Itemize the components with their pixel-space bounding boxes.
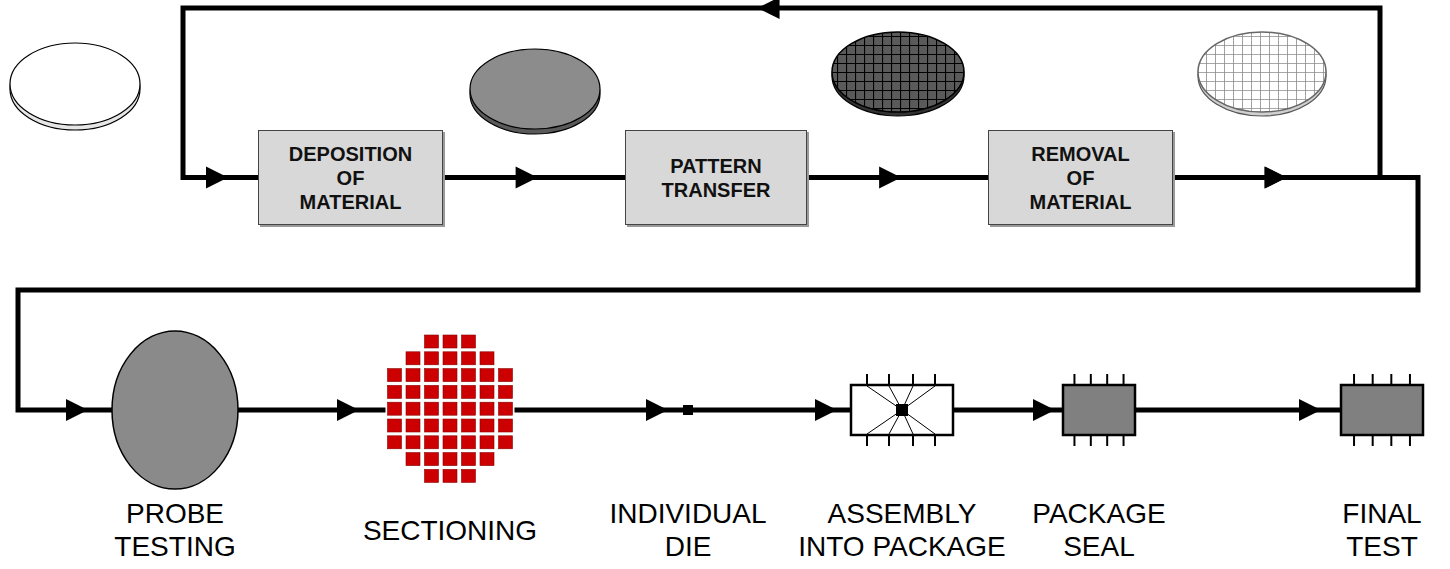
step-caption: PACKAGE SEAL (1020, 496, 1178, 564)
flow-arrow (807, 167, 988, 189)
flow-arrow (443, 167, 625, 189)
arrow-head (1265, 167, 1287, 189)
sealed-package-shape (1061, 374, 1137, 446)
flow-arrow (694, 399, 849, 421)
tested-package: FINAL TEST (1328, 374, 1436, 564)
step-caption: PROBE TESTING (96, 496, 254, 564)
arrow-head (815, 399, 837, 421)
step-caption: ASSEMBLY INTO PACKAGE (789, 496, 1015, 564)
single-die-shape (682, 404, 694, 416)
flow-arrow (1137, 399, 1339, 421)
sealed-package: PACKAGE SEAL (1020, 374, 1178, 564)
step-caption: INDIVIDUAL DIE (597, 496, 780, 564)
etched-wafer (1198, 32, 1326, 116)
arrow-head (516, 167, 538, 189)
step-label: SECTIONING (363, 514, 537, 547)
patterned-wafer (832, 32, 964, 116)
process-box: PATTERN TRANSFER (625, 130, 807, 225)
probe-wafer-shape (110, 329, 240, 491)
flow-arrow (517, 399, 682, 421)
package-assembly-shape (849, 374, 955, 446)
box-label: PATTERN TRANSFER (652, 154, 780, 202)
step-label: PROBE TESTING (100, 497, 250, 563)
step-label: PACKAGE SEAL (1024, 497, 1174, 563)
step-caption: FINAL TEST (1328, 496, 1436, 564)
tested-package-shape (1339, 374, 1425, 446)
single-die-outline (682, 404, 694, 416)
step-label: ASSEMBLY INTO PACKAGE (793, 497, 1011, 563)
arrow-head (1299, 399, 1321, 421)
arrow-head (337, 399, 359, 421)
arrow-head (758, 0, 780, 19)
arrow-head (1264, 167, 1286, 189)
probe-wafer: PROBE TESTING (96, 329, 254, 564)
package-assembly: ASSEMBLY INTO PACKAGE (789, 374, 1015, 564)
step-label: INDIVIDUAL DIE (601, 497, 776, 563)
coated-wafer (470, 49, 600, 134)
arrow-head (66, 399, 88, 421)
step-label: FINAL TEST (1332, 497, 1432, 563)
tested-package-outline (1339, 374, 1425, 446)
flow-arrow (955, 399, 1061, 421)
arrow-head (206, 167, 228, 189)
flow-arrow (240, 399, 383, 421)
step-caption: SECTIONING (359, 496, 541, 564)
single-die: INDIVIDUAL DIE (597, 404, 780, 564)
box-label: DEPOSITION OF MATERIAL (287, 142, 415, 214)
diced-wafer-shape (383, 334, 517, 486)
arrow-head (879, 167, 901, 189)
arrow-head (1033, 399, 1055, 421)
package-assembly-outline (849, 374, 955, 446)
diced-wafer-outline (383, 334, 517, 486)
process-box: DEPOSITION OF MATERIAL (258, 130, 443, 225)
box-label: REMOVAL OF MATERIAL (1017, 142, 1145, 214)
flow-line (240, 408, 383, 413)
arrow-head (646, 399, 668, 421)
probe-wafer-outline (110, 329, 240, 491)
process-box: REMOVAL OF MATERIAL (988, 130, 1173, 225)
blank-wafer (10, 43, 140, 130)
sealed-package-outline (1061, 374, 1137, 446)
diced-wafer: SECTIONING (359, 334, 541, 564)
